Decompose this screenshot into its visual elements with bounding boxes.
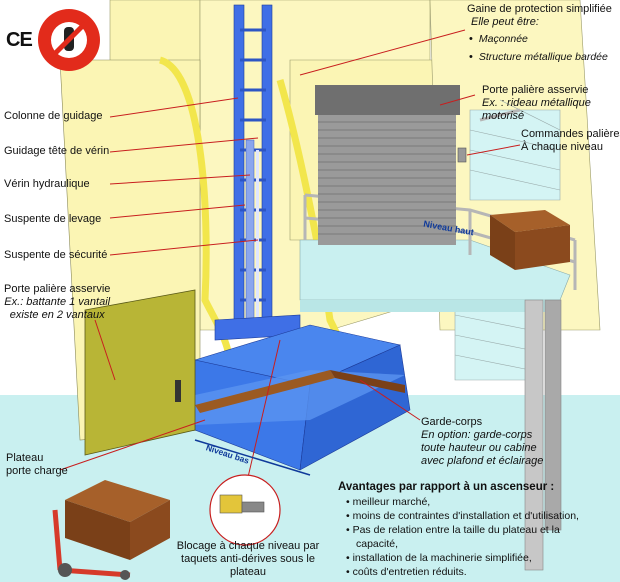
insulation-ribbon bbox=[158, 56, 235, 391]
plateau-line1: Plateau bbox=[6, 452, 44, 464]
plateau-label: Plateau porte charge bbox=[6, 452, 68, 478]
gaine-option-1: •Maçonnée bbox=[469, 33, 528, 45]
commandes-line2: À chaque niveau bbox=[521, 141, 603, 153]
porte-haut-title: Porte palière asservie bbox=[482, 84, 589, 96]
porte-haut-label: Porte palière asservie Ex. : rideau méta… bbox=[482, 84, 591, 123]
landing-controls-box bbox=[457, 147, 467, 163]
no-persons-sign-icon bbox=[38, 9, 100, 71]
gaine-subtitle: Elle peut être: bbox=[471, 16, 539, 28]
blocage-label: Blocage à chaque niveau par taquets anti… bbox=[168, 540, 328, 579]
lift-platform bbox=[194, 324, 411, 471]
gaine-option-1-text: Maçonnée bbox=[478, 33, 528, 45]
garde-title: Garde-corps bbox=[421, 416, 483, 428]
blocage-line3: plateau bbox=[229, 566, 267, 578]
swing-door-lower bbox=[84, 289, 196, 456]
rolling-shutter-door bbox=[315, 85, 460, 245]
advantage-text: moins de contraintes d'installation et d… bbox=[352, 510, 579, 522]
suspente-securite-label: Suspente de sécurité bbox=[4, 249, 108, 261]
ce-mark-logo: CE bbox=[6, 29, 33, 51]
advantage-text: meilleur marché, bbox=[352, 496, 431, 508]
advantage-item-cont: capacité, bbox=[356, 537, 398, 551]
guidage-tete-label: Guidage tête de vérin bbox=[4, 145, 110, 157]
leader-lines bbox=[59, 29, 521, 491]
advantage-text: capacité, bbox=[356, 538, 399, 550]
blocage-detail bbox=[209, 474, 281, 546]
verin-label: Vérin hydraulique bbox=[4, 178, 90, 190]
gaine-option-2: •Structure métallique bardée bbox=[469, 51, 608, 63]
advantage-text: installation de la machinerie simplifiée… bbox=[352, 552, 532, 564]
porte-bas-title: Porte palière asservie bbox=[4, 283, 111, 295]
garde-ex3: avec plafond et éclairage bbox=[421, 455, 544, 467]
garde-ex1: En option: garde-corps bbox=[421, 429, 533, 441]
gaine-option-2-text: Structure métallique bardée bbox=[478, 51, 608, 63]
advantage-text: coûts d'entretien réduits. bbox=[352, 566, 467, 578]
plateau-line2: porte charge bbox=[6, 465, 68, 477]
advantage-item: • Pas de relation entre la taille du pla… bbox=[346, 524, 560, 536]
commandes-line1: Commandes palières bbox=[521, 128, 620, 140]
pallet-truck bbox=[52, 480, 170, 580]
blocage-line2: taquets anti-dérives sous le bbox=[181, 553, 315, 565]
crate-upper bbox=[490, 210, 570, 270]
commandes-label: Commandes palières À chaque niveau bbox=[521, 128, 620, 154]
suspente-levage-label: Suspente de levage bbox=[4, 213, 102, 225]
niveau-bas-line bbox=[194, 439, 311, 476]
landing-edge bbox=[300, 300, 560, 312]
porte-bas-label: Porte palière asservie Ex.: battante 1 v… bbox=[4, 283, 110, 322]
garde-corps-label: Garde-corps En option: garde-corps toute… bbox=[421, 416, 543, 468]
advantage-item: • installation de la machinerie simplifi… bbox=[346, 552, 532, 564]
porte-bas-ex2: existe en 2 vantaux bbox=[9, 309, 105, 321]
upper-stairs bbox=[469, 99, 561, 201]
gaine-title: Gaine de protection simplifiée bbox=[467, 3, 612, 15]
porte-haut-ex2: motorisé bbox=[482, 110, 525, 122]
blocage-line1: Blocage à chaque niveau par bbox=[176, 540, 320, 552]
advantages-title: Avantages par rapport à un ascenseur : bbox=[338, 481, 555, 493]
advantage-item: • meilleur marché, bbox=[346, 496, 431, 508]
porte-bas-ex1: Ex.: battante 1 vantail bbox=[4, 296, 111, 308]
advantage-text: Pas de relation entre la taille du plate… bbox=[352, 524, 560, 536]
garde-ex2: toute hauteur ou cabine bbox=[421, 442, 537, 454]
advantage-item: • moins de contraintes d'installation et… bbox=[346, 510, 579, 522]
colonne-guidage-label: Colonne de guidage bbox=[4, 110, 103, 122]
advantage-item: • coûts d'entretien réduits. bbox=[346, 566, 467, 578]
steel-column bbox=[524, 299, 544, 571]
porte-haut-ex1: Ex. : rideau métallique bbox=[482, 97, 591, 109]
